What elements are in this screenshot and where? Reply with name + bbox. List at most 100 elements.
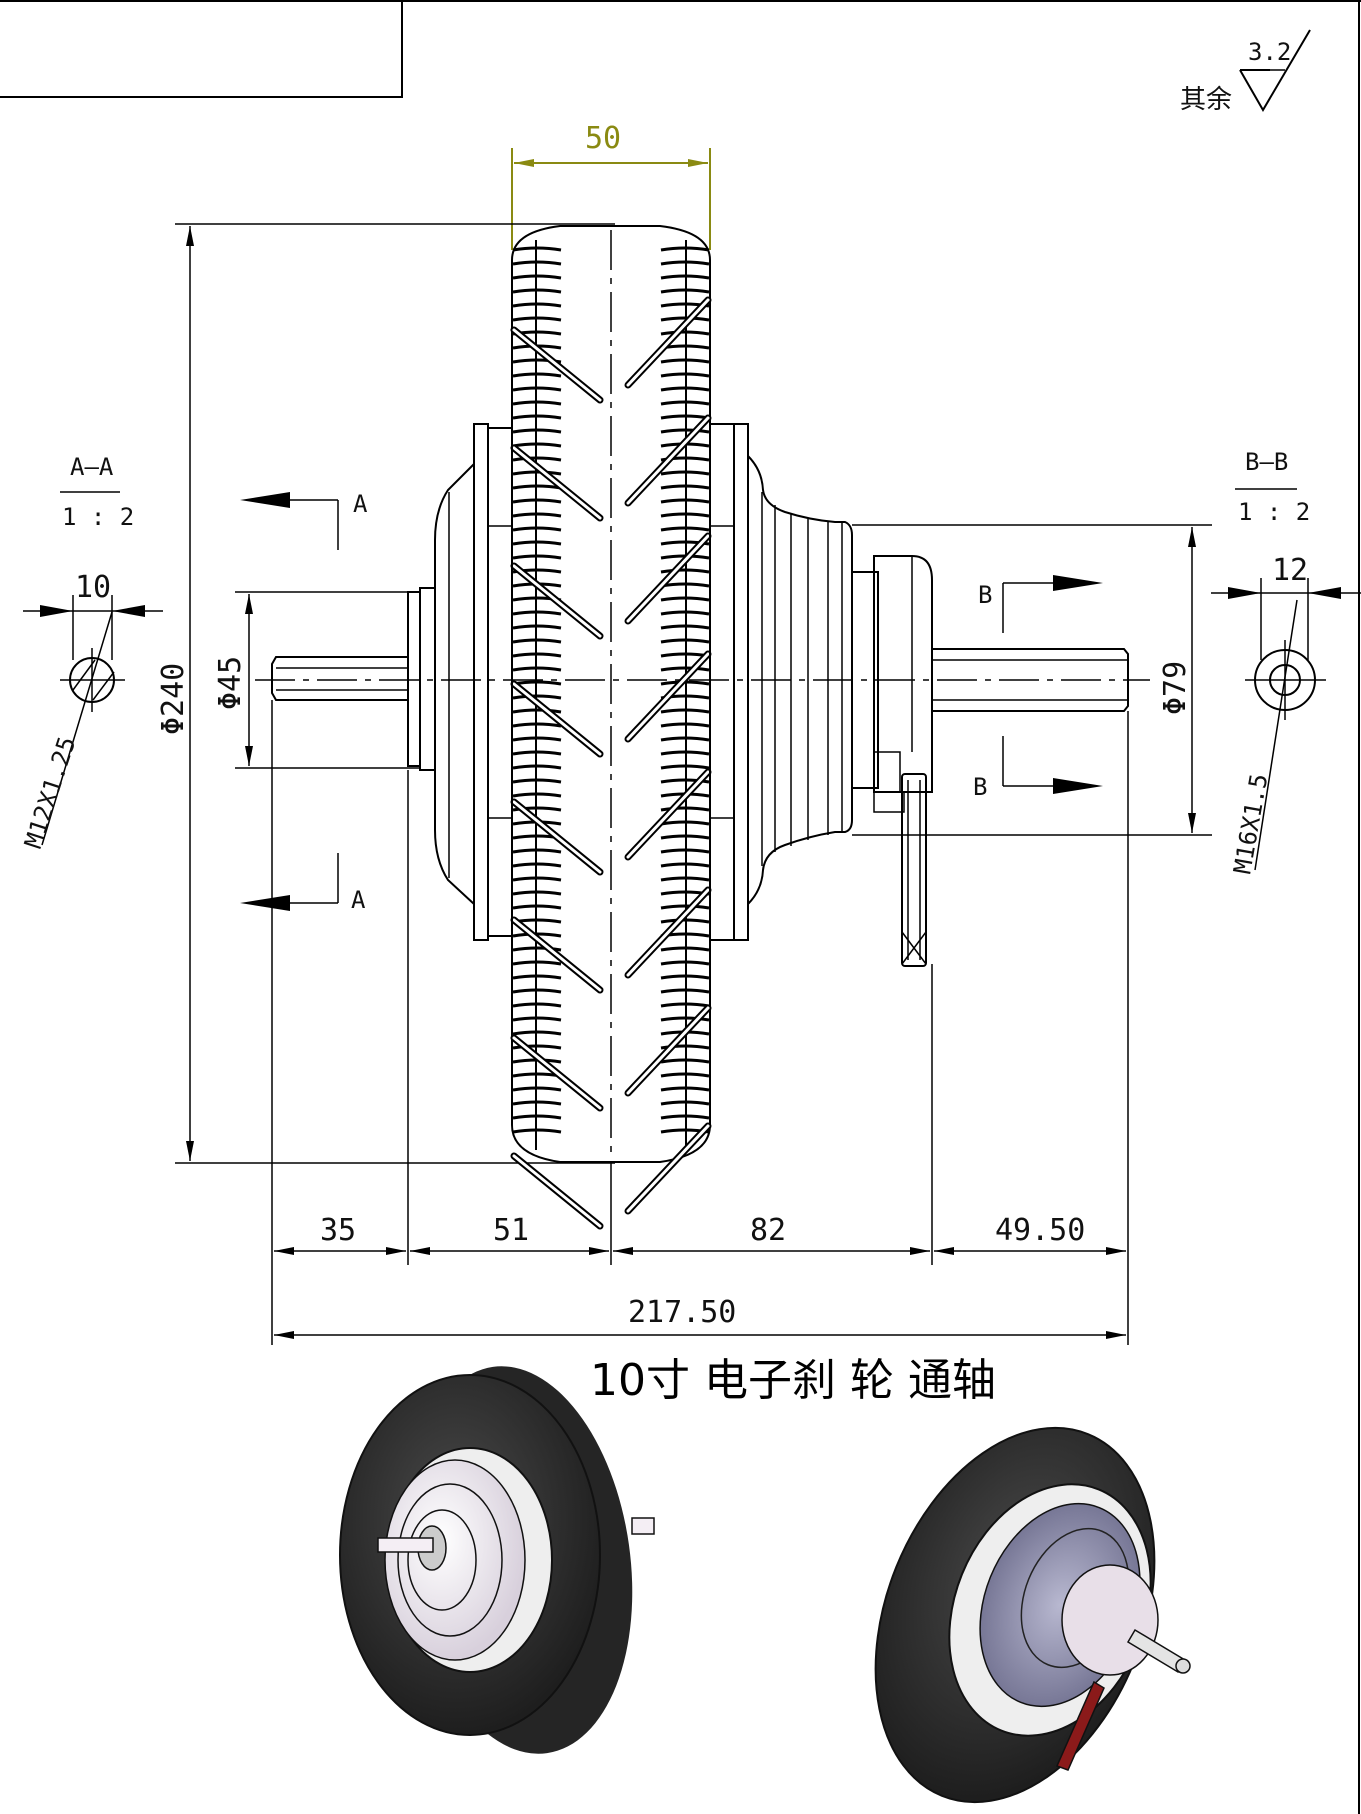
tread-groove <box>626 770 710 859</box>
section-a-title: A—A <box>70 453 114 481</box>
tread-groove <box>626 1124 710 1213</box>
tread-sipe <box>512 1114 562 1120</box>
tread-sipe <box>660 1072 710 1078</box>
section-a-cut-marker: A A <box>240 490 368 914</box>
tread-sipe <box>660 512 710 518</box>
tread-sipe <box>512 974 562 980</box>
tread-sipe <box>660 834 710 840</box>
tire-tread-pattern <box>510 246 712 1230</box>
length-dimensions: 35 51 82 49.50 217.50 <box>271 700 1129 1345</box>
tread-sipe <box>660 946 710 952</box>
tread-sipe <box>660 274 710 280</box>
tread-sipe <box>660 1114 710 1120</box>
tread-sipe <box>512 400 562 406</box>
segment-2-value: 51 <box>493 1213 529 1248</box>
tread-groove <box>626 652 710 741</box>
tread-sipe <box>512 260 562 266</box>
overall-length-value: 217.50 <box>628 1295 736 1330</box>
tread-sipe <box>512 694 562 700</box>
tread-sipe <box>660 610 710 616</box>
tread-sipe <box>512 1128 562 1134</box>
tread-sipe <box>512 624 562 630</box>
tread-sipe <box>660 498 710 504</box>
tread-sipe <box>512 512 562 518</box>
tread-groove <box>512 800 602 874</box>
section-b-title: B—B <box>1245 448 1288 476</box>
outer-diameter-value: Φ240 <box>156 663 191 735</box>
section-a-detail: A—A 1 : 2 10 M12X1.25 <box>19 453 163 852</box>
tread-groove <box>512 1154 602 1228</box>
right-hub-diameter-value: Φ79 <box>1158 661 1193 715</box>
tread-sipe <box>512 1030 562 1036</box>
tread-sipe <box>512 848 562 854</box>
tread-sipe <box>660 806 710 812</box>
tread-groove <box>512 328 602 402</box>
tread-sipe <box>512 316 562 322</box>
tread-sipe <box>660 638 710 644</box>
tread-groove <box>626 534 710 623</box>
tread-sipe <box>512 456 562 462</box>
tread-sipe <box>660 386 710 392</box>
tread-sipe <box>512 428 562 434</box>
tire-width-value: 50 <box>585 121 621 156</box>
section-a-label-bottom: A <box>351 886 366 914</box>
section-a-label-top: A <box>353 490 368 518</box>
tread-sipe <box>512 540 562 546</box>
tread-sipe <box>660 974 710 980</box>
tread-sipe <box>512 386 562 392</box>
tread-sipe <box>512 610 562 616</box>
tread-sipe <box>512 414 562 420</box>
tread-sipe <box>512 288 562 294</box>
isometric-render-rear <box>874 1426 1191 1804</box>
tread-sipe <box>512 960 562 966</box>
left-flange-diameter-dimension: Φ45 <box>213 591 420 769</box>
tread-sipe <box>660 988 710 994</box>
tread-sipe <box>512 638 562 644</box>
left-axle <box>271 656 409 701</box>
tread-sipe <box>660 876 710 882</box>
tread-sipe <box>660 1016 710 1022</box>
left-hub <box>407 423 513 941</box>
tread-sipe <box>512 736 562 742</box>
tread-sipe <box>512 526 562 532</box>
section-b-cut-marker: B B <box>973 575 1103 801</box>
section-b-scale: 1 : 2 <box>1238 498 1310 526</box>
tread-sipe <box>512 988 562 994</box>
tread-groove <box>512 564 602 638</box>
tread-sipe <box>512 946 562 952</box>
tread-sipe <box>660 736 710 742</box>
tread-sipe <box>660 862 710 868</box>
tread-sipe <box>660 246 710 252</box>
tread-sipe <box>660 428 710 434</box>
tread-sipe <box>512 1016 562 1022</box>
isometric-render-front <box>339 1366 655 1754</box>
tread-sipe <box>660 708 710 714</box>
tread-groove <box>626 298 710 387</box>
tread-sipe <box>660 526 710 532</box>
surface-finish-value: 3.2 <box>1248 38 1291 66</box>
segment-3-value: 82 <box>750 1213 786 1248</box>
tread-sipe <box>512 890 562 896</box>
tread-sipe <box>660 820 710 826</box>
tread-sipe <box>512 372 562 378</box>
tread-sipe <box>512 1002 562 1008</box>
tread-sipe <box>660 1100 710 1106</box>
outer-diameter-dimension: Φ240 <box>156 223 615 1164</box>
tread-sipe <box>512 666 562 672</box>
section-a-width-value: 10 <box>75 570 111 605</box>
tread-sipe <box>660 330 710 336</box>
segment-1-value: 35 <box>320 1213 356 1248</box>
tread-sipe <box>512 806 562 812</box>
segment-4-value: 49.50 <box>995 1213 1085 1248</box>
section-b-detail: B—B 1 : 2 12 M16X1.5 <box>1211 448 1361 876</box>
tread-sipe <box>660 722 710 728</box>
tread-sipe <box>660 764 710 770</box>
tread-sipe <box>512 498 562 504</box>
tread-sipe <box>660 358 710 364</box>
tread-sipe <box>660 288 710 294</box>
tread-sipe <box>660 1086 710 1092</box>
tread-groove <box>512 1036 602 1110</box>
tread-groove <box>512 918 602 992</box>
tread-sipe <box>512 274 562 280</box>
